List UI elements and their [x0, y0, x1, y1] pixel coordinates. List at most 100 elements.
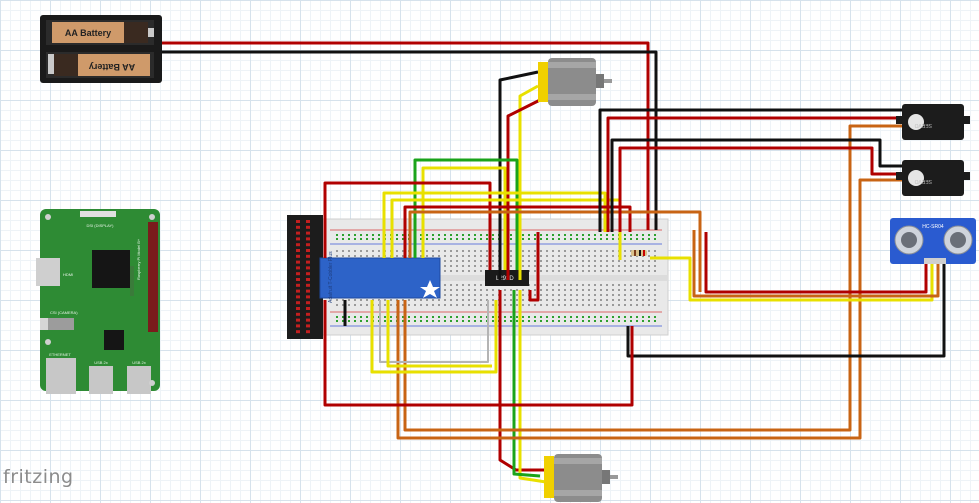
cobbler-pin	[306, 324, 310, 328]
breadboard-hole	[492, 265, 494, 267]
breadboard-hole	[444, 320, 446, 322]
breadboard-hole	[624, 234, 626, 236]
breadboard-hole	[576, 250, 578, 252]
breadboard-hole	[606, 238, 608, 240]
wire-servo2-orange	[396, 178, 905, 440]
breadboard-hole	[642, 265, 644, 267]
breadboard-hole	[528, 260, 530, 262]
breadboard-hole	[432, 250, 434, 252]
cobbler-pin	[296, 243, 300, 247]
breadboard-hole	[636, 294, 638, 296]
breadboard-hole	[582, 250, 584, 252]
breadboard-hole	[594, 255, 596, 257]
breadboard-hole	[594, 320, 596, 322]
breadboard-hole	[474, 294, 476, 296]
breadboard-hole	[426, 316, 428, 318]
breadboard-hole	[432, 304, 434, 306]
breadboard-hole	[612, 238, 614, 240]
breadboard-hole	[612, 304, 614, 306]
breadboard-hole	[378, 238, 380, 240]
breadboard-hole	[612, 316, 614, 318]
breadboard-hole	[564, 320, 566, 322]
breadboard-hole	[546, 270, 548, 272]
breadboard-hole	[402, 304, 404, 306]
cobbler-pin	[296, 307, 300, 310]
sensor-label: HC-SR04	[922, 224, 944, 230]
breadboard-hole	[420, 304, 422, 306]
breadboard-hole	[372, 234, 374, 236]
breadboard-hole	[612, 250, 614, 252]
breadboard-hole	[492, 294, 494, 296]
breadboard-hole	[474, 265, 476, 267]
breadboard-hole	[474, 299, 476, 301]
pi-brand-label: Raspberry Pi Model B+	[136, 238, 141, 280]
breadboard-hole	[384, 304, 386, 306]
breadboard-hole	[360, 316, 362, 318]
breadboard-hole	[636, 284, 638, 286]
breadboard-hole	[630, 316, 632, 318]
breadboard-hole	[468, 265, 470, 267]
breadboard-hole	[582, 304, 584, 306]
breadboard-hole	[564, 238, 566, 240]
breadboard-hole	[456, 284, 458, 286]
breadboard-hole	[528, 265, 530, 267]
breadboard-hole	[456, 316, 458, 318]
breadboard-hole	[612, 320, 614, 322]
breadboard-hole	[612, 299, 614, 301]
breadboard-hole	[390, 316, 392, 318]
breadboard-hole	[516, 294, 518, 296]
breadboard-hole	[612, 289, 614, 291]
breadboard-hole	[432, 234, 434, 236]
breadboard-hole	[630, 304, 632, 306]
breadboard-hole	[576, 255, 578, 257]
breadboard-hole	[540, 238, 542, 240]
breadboard-hole	[534, 255, 536, 257]
breadboard-hole	[456, 289, 458, 291]
breadboard-hole	[600, 289, 602, 291]
breadboard-hole	[552, 316, 554, 318]
breadboard-hole	[642, 238, 644, 240]
breadboard-hole	[480, 289, 482, 291]
breadboard-hole	[612, 265, 614, 267]
breadboard-hole	[648, 320, 650, 322]
breadboard-hole	[480, 320, 482, 322]
breadboard-hole	[582, 284, 584, 286]
breadboard-hole	[594, 238, 596, 240]
breadboard-hole	[564, 299, 566, 301]
breadboard-hole	[630, 289, 632, 291]
breadboard-hole	[546, 260, 548, 262]
breadboard-hole	[342, 316, 344, 318]
cobbler-pin	[296, 225, 300, 229]
breadboard-hole	[450, 238, 452, 240]
breadboard-hole	[558, 316, 560, 318]
breadboard-hole	[564, 304, 566, 306]
breadboard-hole	[546, 320, 548, 322]
breadboard-hole	[468, 304, 470, 306]
breadboard-hole	[582, 320, 584, 322]
breadboard-hole	[354, 316, 356, 318]
breadboard-hole	[432, 316, 434, 318]
breadboard-hole	[654, 265, 656, 267]
breadboard-hole	[576, 304, 578, 306]
breadboard-hole	[642, 304, 644, 306]
breadboard-hole	[594, 289, 596, 291]
cobbler-pin	[296, 249, 300, 252]
cobbler-pin	[296, 330, 300, 334]
breadboard-hole	[654, 299, 656, 301]
breadboard-hole	[456, 260, 458, 262]
breadboard-hole	[540, 320, 542, 322]
breadboard-hole	[486, 234, 488, 236]
breadboard-hole	[624, 238, 626, 240]
breadboard-hole	[618, 299, 620, 301]
breadboard-hole	[402, 238, 404, 240]
breadboard-hole	[486, 255, 488, 257]
breadboard-hole	[618, 294, 620, 296]
cobbler-pin	[296, 283, 300, 287]
breadboard-hole	[342, 234, 344, 236]
breadboard-hole	[480, 284, 482, 286]
breadboard-hole	[618, 289, 620, 291]
breadboard-hole	[552, 260, 554, 262]
breadboard-hole	[624, 250, 626, 252]
breadboard-hole	[636, 260, 638, 262]
breadboard-hole	[624, 270, 626, 272]
